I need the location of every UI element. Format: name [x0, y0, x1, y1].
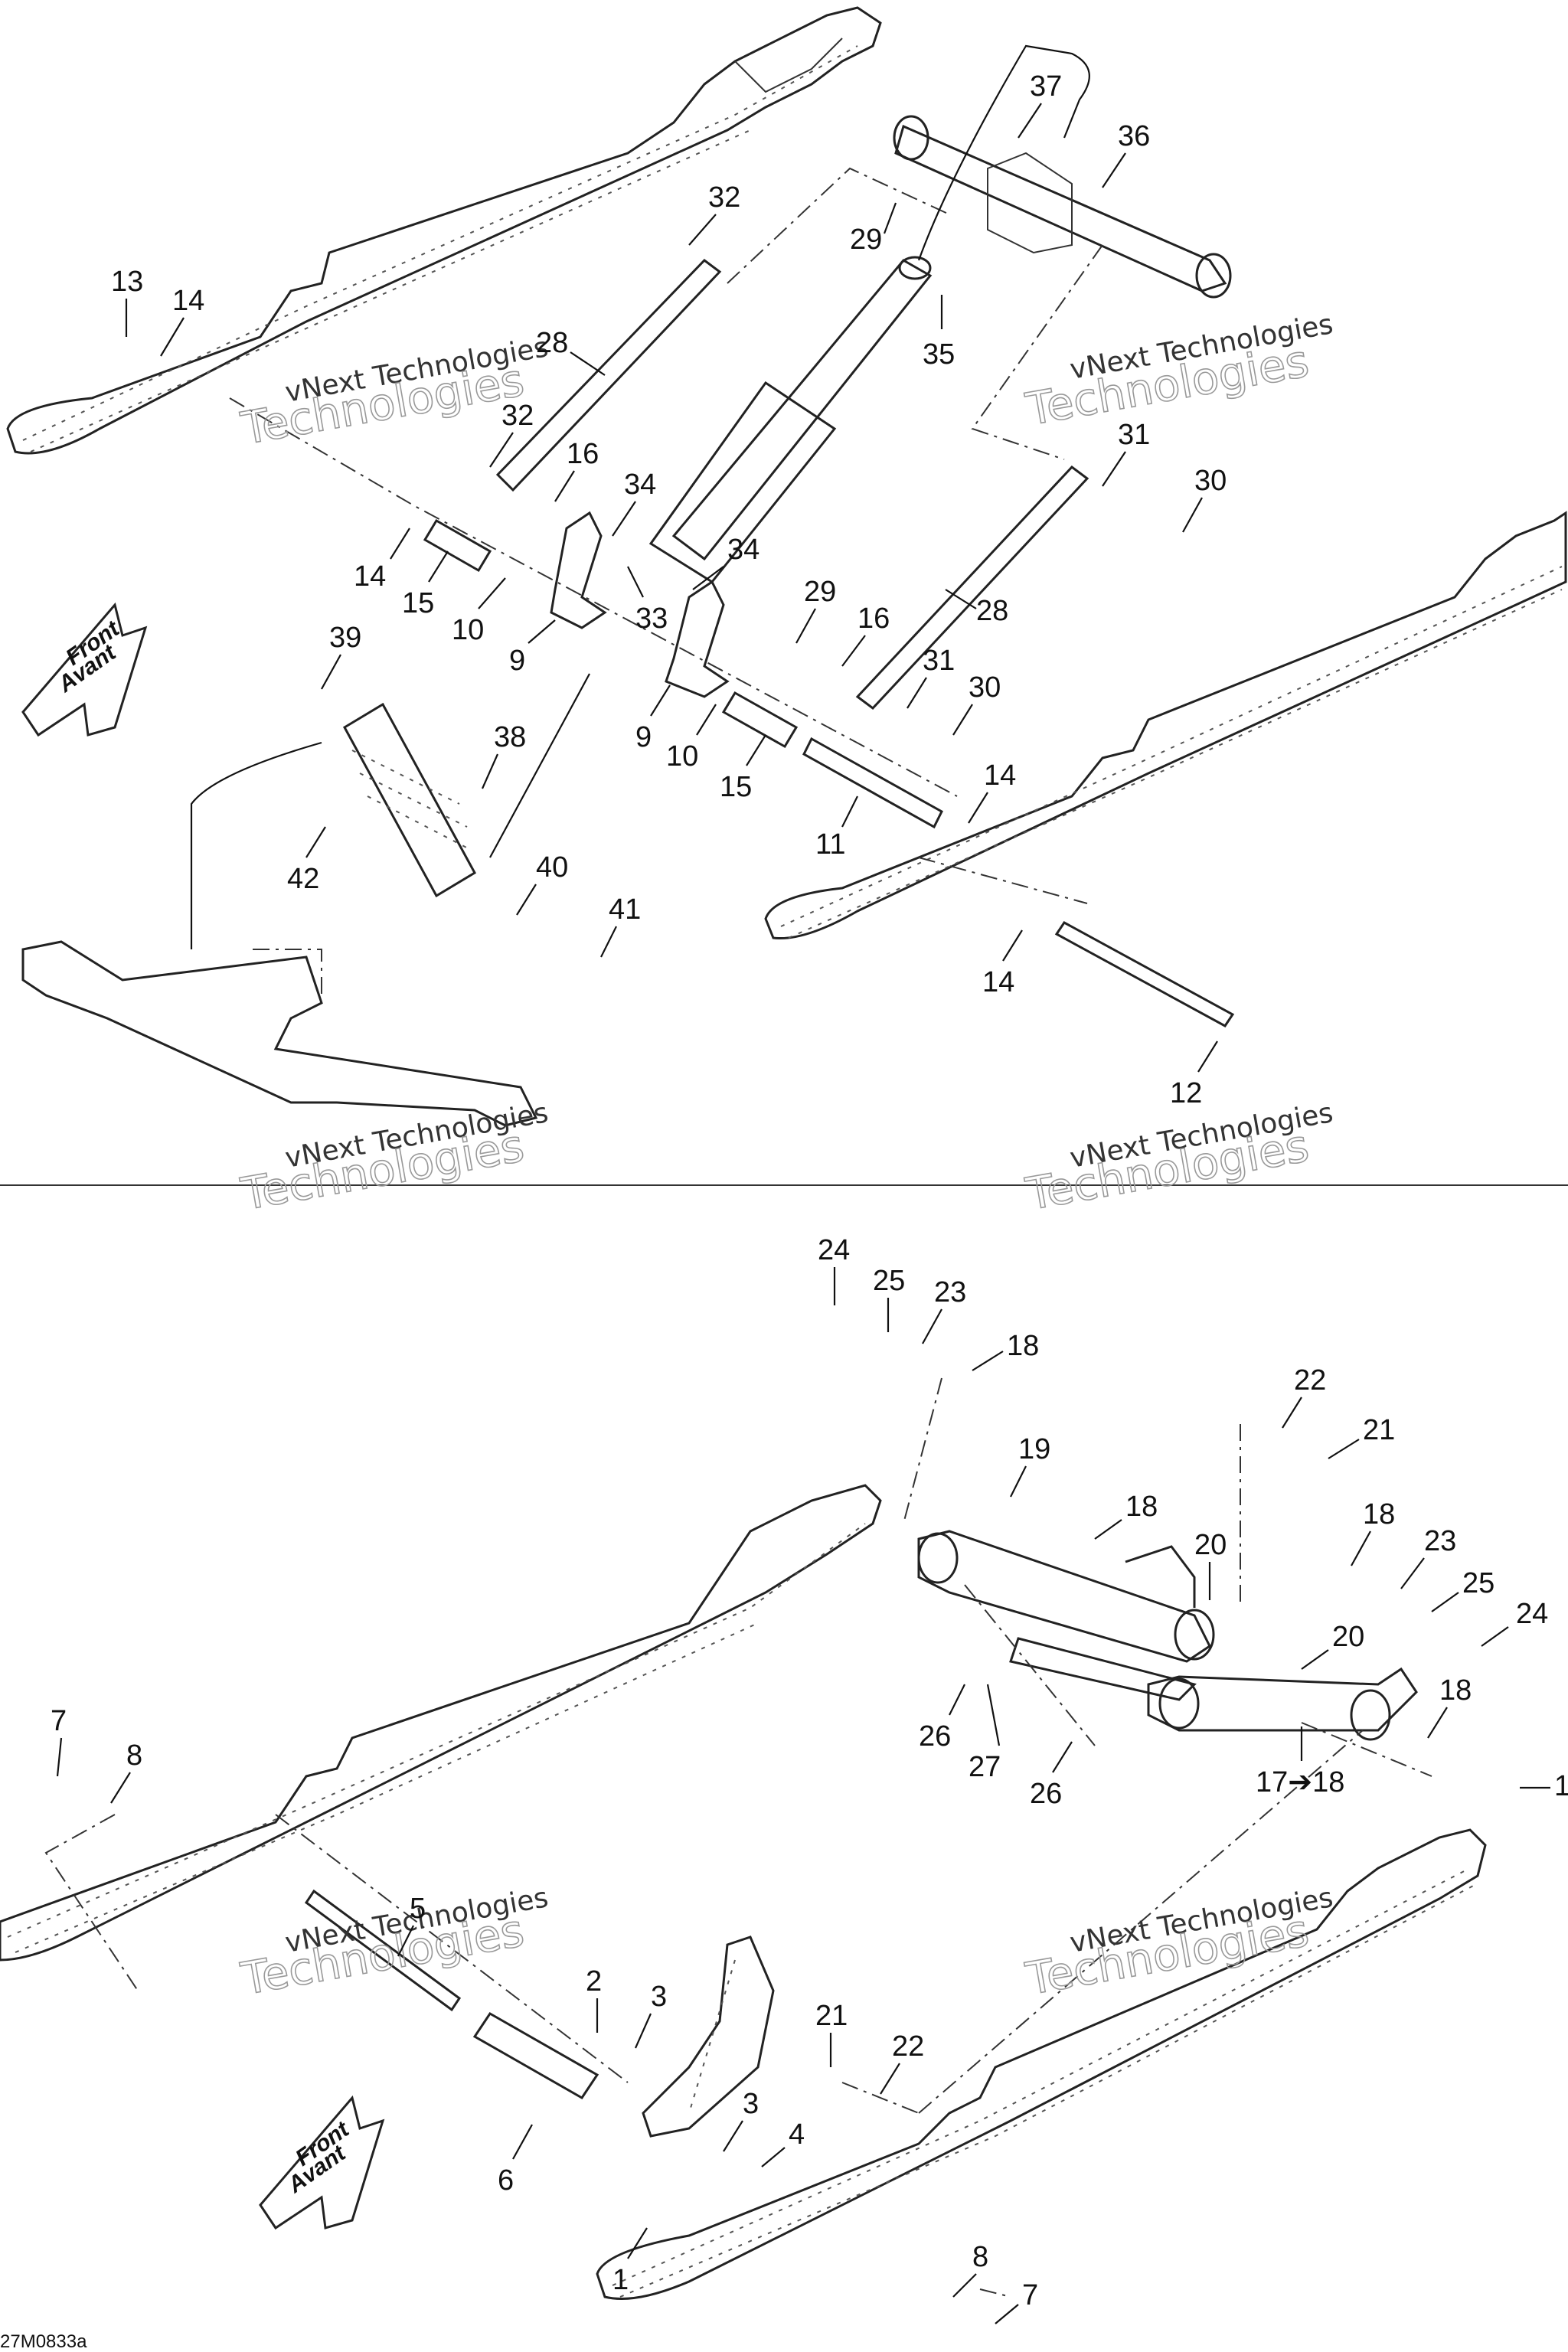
part-label: 24	[1516, 1598, 1548, 1630]
part-label: 31	[923, 645, 955, 677]
part-label: 1	[612, 2264, 629, 2296]
part-label: 35	[923, 338, 955, 371]
bottom-part-labels: 24 25 23 18 22 21 19 18 18 23 20 25 24 2…	[51, 1234, 1568, 2324]
part-label: 23	[934, 1276, 966, 1308]
part-label: 9	[509, 645, 525, 677]
part-label: 3	[651, 1981, 667, 2013]
part-label: 21	[815, 2000, 848, 2032]
top-assembly-drawing	[6, 6, 1567, 1127]
part-label: 8	[972, 2241, 988, 2273]
part-label: 31	[1118, 419, 1150, 451]
part-label: 20	[1194, 1529, 1227, 1561]
part-label: 14	[984, 760, 1016, 792]
part-label: 36	[1118, 120, 1150, 152]
part-label: 22	[1294, 1364, 1326, 1396]
front-arrow-bottom: Front Avant	[259, 2095, 385, 2230]
bottom-assembly-drawing	[0, 1377, 1487, 2300]
part-label: 25	[873, 1265, 905, 1297]
part-label: 9	[635, 721, 652, 753]
part-label: 32	[708, 181, 740, 214]
part-label: 14	[354, 560, 386, 593]
part-label: 14	[982, 966, 1014, 998]
part-label: 20	[1332, 1621, 1364, 1653]
part-label: 12	[1170, 1077, 1202, 1109]
part-label: 1	[1554, 1770, 1568, 1802]
part-label: 18	[1439, 1674, 1472, 1707]
part-label: 30	[969, 671, 1001, 704]
part-label: 26	[919, 1720, 951, 1753]
part-label: 3	[743, 2088, 759, 2120]
part-label: 7	[1022, 2279, 1038, 2311]
part-label: 32	[501, 400, 534, 432]
part-label: 22	[892, 2030, 924, 2063]
part-label: 15	[402, 587, 434, 619]
part-label: 10	[452, 614, 484, 646]
part-label: 14	[172, 285, 204, 317]
part-label: 39	[329, 622, 361, 654]
part-label: 25	[1462, 1567, 1494, 1599]
part-label: 16	[858, 603, 890, 635]
part-label: 40	[536, 851, 568, 884]
diagram-code: 27M0833a	[0, 2331, 87, 2352]
part-label: 10	[666, 740, 698, 773]
part-label: 29	[850, 224, 882, 256]
part-label: 2	[586, 1965, 602, 1998]
part-label: 4	[789, 2118, 805, 2151]
part-label: 15	[720, 771, 752, 803]
part-label: 19	[1018, 1433, 1050, 1465]
part-label: 28	[976, 595, 1008, 627]
part-label: 27	[969, 1751, 1001, 1783]
part-label: 16	[567, 438, 599, 470]
part-label: 18	[1007, 1330, 1039, 1362]
part-label: 29	[804, 576, 836, 608]
part-label: 8	[126, 1740, 142, 1772]
part-label: 6	[498, 2164, 514, 2197]
part-label: 24	[818, 1234, 850, 1266]
front-arrow-top: Front Avant	[21, 602, 148, 737]
part-label: 30	[1194, 465, 1227, 497]
part-label: 37	[1030, 70, 1062, 103]
part-label: 41	[609, 893, 641, 926]
part-label: 38	[494, 721, 526, 753]
part-label: 23	[1424, 1525, 1456, 1557]
part-label: 42	[287, 863, 319, 895]
part-label: 33	[635, 603, 668, 635]
part-label: 11	[815, 828, 845, 861]
part-label: 5	[410, 1893, 426, 1925]
watermarks: vNext Technologies Technologies vNext Te…	[237, 309, 1335, 2006]
part-label: 17➔18	[1256, 1766, 1344, 1798]
part-label: 18	[1363, 1498, 1395, 1530]
part-label: 21	[1363, 1414, 1395, 1446]
part-label: 34	[727, 534, 760, 566]
part-label: 13	[111, 266, 143, 298]
part-label: 34	[624, 469, 656, 501]
part-label: 26	[1030, 1778, 1062, 1810]
part-label: 28	[536, 327, 568, 359]
part-label: 18	[1125, 1491, 1158, 1523]
part-label: 7	[51, 1705, 67, 1737]
top-part-labels: 37 36 32 29 35 13 14 28 32 16 34 31 30 1…	[111, 70, 1227, 1109]
